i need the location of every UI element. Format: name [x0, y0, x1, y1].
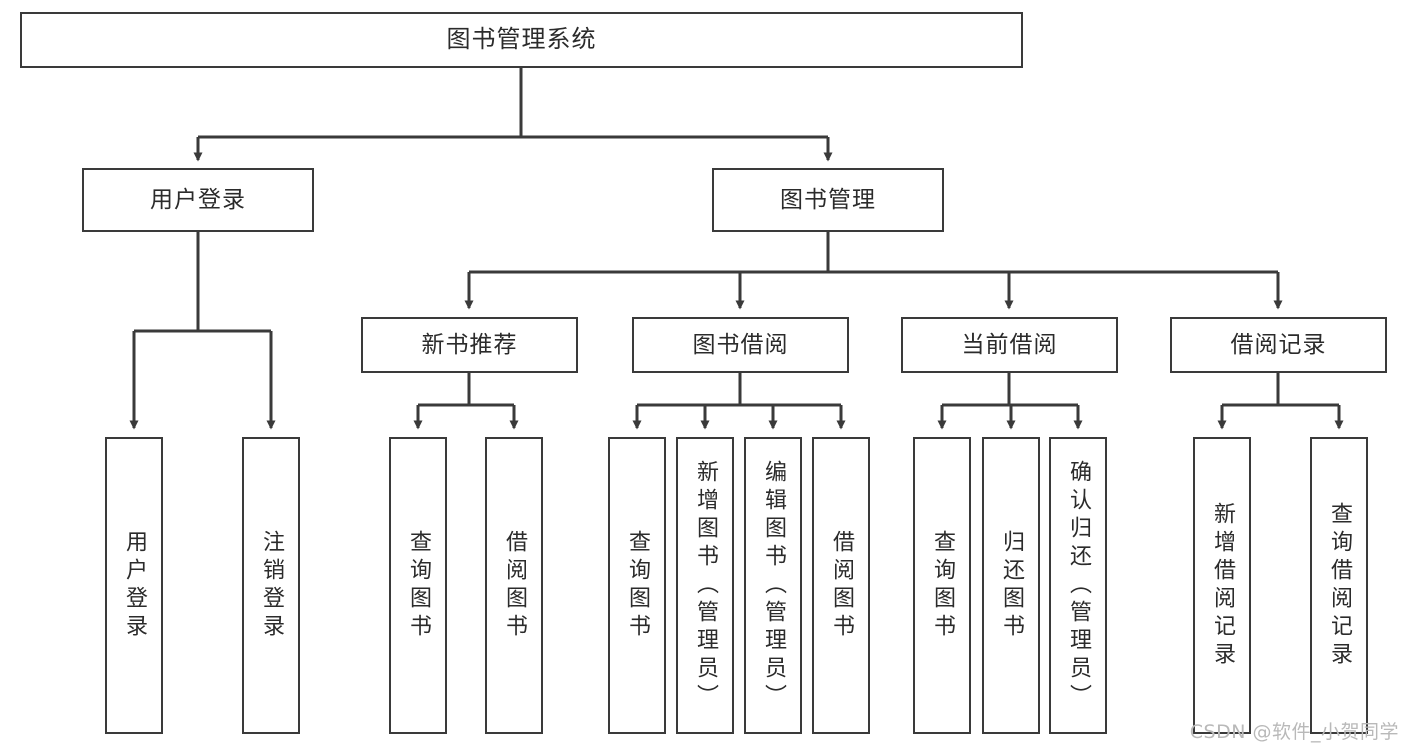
leaf-current-query-book[interactable]: 查询图书 [913, 437, 971, 734]
node-current-borrow[interactable]: 当前借阅 [901, 317, 1118, 373]
node-root-system[interactable]: 图书管理系统 [20, 12, 1023, 68]
node-label: 当前借阅 [961, 331, 1058, 358]
node-label: 新书推荐 [421, 331, 518, 358]
leaf-user-login[interactable]: 用户登录 [105, 437, 163, 734]
node-label: 用户登录 [122, 529, 147, 642]
node-borrow-record[interactable]: 借阅记录 [1170, 317, 1387, 373]
node-book-management[interactable]: 图书管理 [712, 168, 944, 232]
node-label: 用户登录 [150, 186, 246, 213]
leaf-current-confirm-return[interactable]: 确认归还（管理员） [1049, 437, 1107, 734]
node-label: 新增借阅记录 [1210, 501, 1235, 670]
leaf-current-return-book[interactable]: 归还图书 [982, 437, 1040, 734]
node-label: 新增图书（管理员） [693, 459, 718, 712]
node-user-login[interactable]: 用户登录 [82, 168, 314, 232]
leaf-borrow-query-book[interactable]: 查询图书 [608, 437, 666, 734]
node-label: 图书借阅 [692, 331, 789, 358]
node-label: 确认归还（管理员） [1066, 459, 1091, 712]
node-label: 借阅记录 [1230, 331, 1327, 358]
node-label: 查询借阅记录 [1327, 501, 1352, 670]
node-label: 查询图书 [625, 529, 650, 642]
watermark-text: CSDN @软件_小贺同学 [1189, 721, 1399, 743]
node-book-borrow[interactable]: 图书借阅 [632, 317, 849, 373]
leaf-recommend-query-book[interactable]: 查询图书 [389, 437, 447, 734]
node-label: 归还图书 [999, 529, 1024, 642]
leaf-borrow-edit-book[interactable]: 编辑图书（管理员） [744, 437, 802, 734]
leaf-user-logout[interactable]: 注销登录 [242, 437, 300, 734]
node-label: 注销登录 [259, 529, 284, 642]
node-label: 查询图书 [406, 529, 431, 642]
node-new-book-recommend[interactable]: 新书推荐 [361, 317, 578, 373]
node-label: 借阅图书 [502, 529, 527, 642]
node-label: 图书管理系统 [446, 25, 597, 54]
node-label: 编辑图书（管理员） [761, 459, 786, 712]
leaf-borrow-borrow-book[interactable]: 借阅图书 [812, 437, 870, 734]
leaf-record-query[interactable]: 查询借阅记录 [1310, 437, 1368, 734]
node-label: 图书管理 [780, 186, 876, 213]
node-label: 查询图书 [930, 529, 955, 642]
leaf-record-add[interactable]: 新增借阅记录 [1193, 437, 1251, 734]
leaf-borrow-add-book[interactable]: 新增图书（管理员） [676, 437, 734, 734]
node-label: 借阅图书 [829, 529, 854, 642]
leaf-recommend-borrow-book[interactable]: 借阅图书 [485, 437, 543, 734]
